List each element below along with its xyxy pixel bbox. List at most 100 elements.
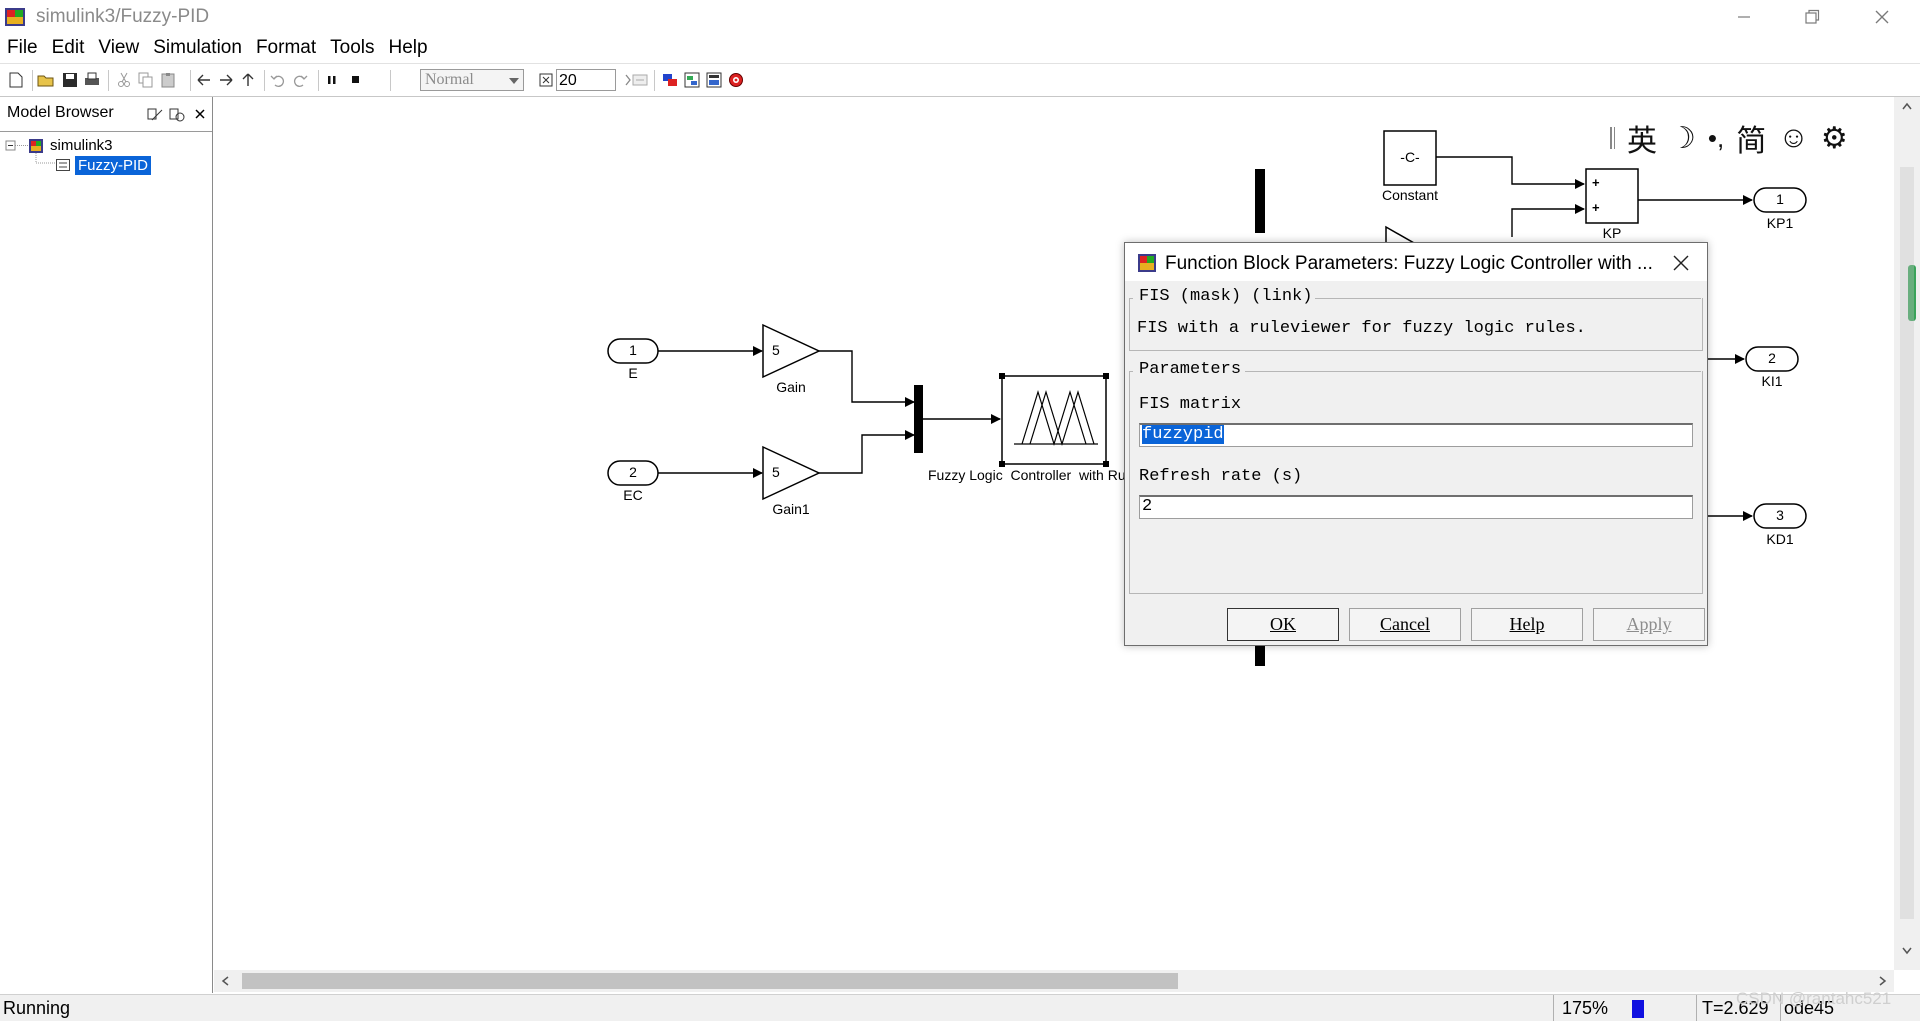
demux-block[interactable] [1255, 169, 1265, 233]
ime-emoji-icon[interactable]: ☺ [1778, 121, 1809, 154]
show-library-links-button[interactable] [146, 106, 164, 124]
simulink-app-icon [5, 8, 25, 26]
minimize-button[interactable] [1710, 0, 1778, 34]
mask-group-title: FIS (mask) (link) [1137, 287, 1315, 306]
menu-format[interactable]: Format [255, 37, 317, 58]
chevron-left-icon[interactable] [220, 975, 232, 987]
constant-value: -C- [1400, 149, 1420, 165]
title-bar: simulink3/Fuzzy-PID [0, 0, 1920, 34]
outport-kd1-block[interactable] [1753, 503, 1807, 529]
simulation-time: T=2.629 [1702, 998, 1769, 1018]
pause-button[interactable] [322, 70, 342, 90]
help-button[interactable]: Help [1471, 608, 1583, 641]
model-explorer-button[interactable] [682, 70, 702, 90]
stop-time-input[interactable]: 20 [556, 69, 616, 91]
apply-button-label: Apply [1626, 614, 1672, 634]
ime-punctuation-icon[interactable]: •, [1707, 122, 1725, 153]
copy-button[interactable] [136, 70, 156, 90]
menu-tools[interactable]: Tools [330, 37, 375, 58]
chevron-up-icon[interactable] [1901, 101, 1913, 113]
go-to-parent-button[interactable] [238, 70, 258, 90]
paste-button[interactable] [158, 70, 178, 90]
cancel-button-label: Cancel [1380, 614, 1430, 634]
simulation-progress-bar [1632, 1000, 1644, 1018]
debugger-button[interactable] [704, 70, 724, 90]
build-button[interactable] [630, 70, 650, 90]
constant-label: Constant [1381, 187, 1439, 203]
parameters-group-title: Parameters [1137, 360, 1244, 379]
mask-groupbox [1129, 298, 1703, 351]
restore-button[interactable] [1778, 0, 1846, 34]
new-model-button[interactable] [6, 70, 26, 90]
apply-button[interactable]: Apply [1593, 608, 1705, 641]
block-diagram [607, 130, 1807, 666]
arrow-left-icon [197, 74, 210, 86]
tree-item-fuzzy-pid[interactable]: Fuzzy-PID [73, 155, 153, 176]
gain-block[interactable] [762, 323, 821, 379]
library-icon [663, 74, 677, 86]
ime-drag-handle[interactable] [1610, 127, 1615, 149]
sum-kp-block[interactable] [1585, 168, 1639, 224]
show-masked-subsystems-button[interactable] [168, 106, 186, 124]
gain-value: 5 [772, 342, 780, 358]
signal-line[interactable] [1436, 156, 1585, 189]
menu-edit[interactable]: Edit [51, 37, 85, 58]
ime-simplified-toggle[interactable]: 简 [1736, 125, 1767, 158]
new-file-icon [9, 72, 23, 88]
ime-language-toggle[interactable]: 英 [1627, 125, 1657, 158]
horizontal-scroll-thumb[interactable] [242, 973, 1178, 989]
constant-block[interactable] [1383, 130, 1437, 186]
stop-time-icon-button[interactable] [536, 70, 556, 90]
signal-line[interactable] [1511, 204, 1585, 237]
fuzzy-logic-controller-block[interactable] [999, 373, 1109, 467]
back-button[interactable] [194, 70, 214, 90]
undo-button[interactable] [268, 70, 288, 90]
chevron-down-icon[interactable] [1901, 945, 1913, 957]
menu-help[interactable]: Help [388, 37, 428, 58]
vertical-scrollbar[interactable] [1894, 97, 1920, 970]
ime-settings-icon[interactable]: ⚙ [1820, 121, 1848, 155]
library-browser-button[interactable] [660, 70, 680, 90]
forward-button[interactable] [216, 70, 236, 90]
advisor-button[interactable] [726, 70, 746, 90]
debug-icon [706, 72, 722, 88]
function-block-parameters-dialog: Function Block Parameters: Fuzzy Logic C… [1124, 242, 1708, 646]
close-browser-button[interactable] [192, 106, 208, 122]
ok-button[interactable]: OK [1227, 608, 1339, 641]
menu-simulation[interactable]: Simulation [153, 37, 242, 58]
simulink-app-icon [1138, 254, 1156, 272]
gain1-block[interactable] [762, 445, 821, 501]
stop-button[interactable] [346, 70, 366, 90]
simulation-mode-select[interactable]: Normal [420, 69, 524, 91]
mux-block[interactable] [914, 385, 923, 453]
chevron-right-icon[interactable] [1876, 975, 1888, 987]
refresh-rate-input[interactable]: 2 [1139, 495, 1693, 519]
horizontal-scrollbar[interactable] [214, 970, 1894, 992]
tree-collapse-toggle[interactable] [6, 141, 17, 152]
print-button[interactable] [82, 70, 102, 90]
outport-ki1-block[interactable] [1745, 346, 1799, 372]
menu-view[interactable]: View [98, 37, 140, 58]
toolbar-separator [318, 70, 319, 91]
signal-line[interactable] [819, 430, 915, 474]
tree-item-simulink3[interactable]: simulink3 [50, 137, 113, 154]
cut-button[interactable] [114, 70, 134, 90]
status-bar: Running 175% T=2.629 ode45 CSDN @rantahc… [0, 989, 1920, 1021]
redo-button[interactable] [290, 70, 310, 90]
cancel-button[interactable]: Cancel [1349, 608, 1461, 641]
save-button[interactable] [60, 70, 80, 90]
signal-line[interactable] [819, 350, 915, 407]
dialog-close-button[interactable] [1671, 253, 1691, 273]
open-button[interactable] [36, 70, 56, 90]
outport-kp1-block[interactable] [1753, 187, 1807, 213]
fis-matrix-input[interactable]: fuzzypid [1139, 423, 1693, 447]
inport-ec-number: 2 [629, 464, 637, 480]
ime-moon-icon[interactable]: ☽ [1669, 121, 1696, 155]
pause-icon [328, 76, 336, 84]
menu-file[interactable]: File [7, 37, 38, 58]
close-icon [195, 109, 205, 119]
vertical-scroll-thumb[interactable] [1908, 265, 1916, 321]
close-window-button[interactable] [1848, 0, 1916, 34]
fis-matrix-value: fuzzypid [1142, 425, 1224, 444]
stop-time-spinner[interactable] [618, 70, 638, 90]
